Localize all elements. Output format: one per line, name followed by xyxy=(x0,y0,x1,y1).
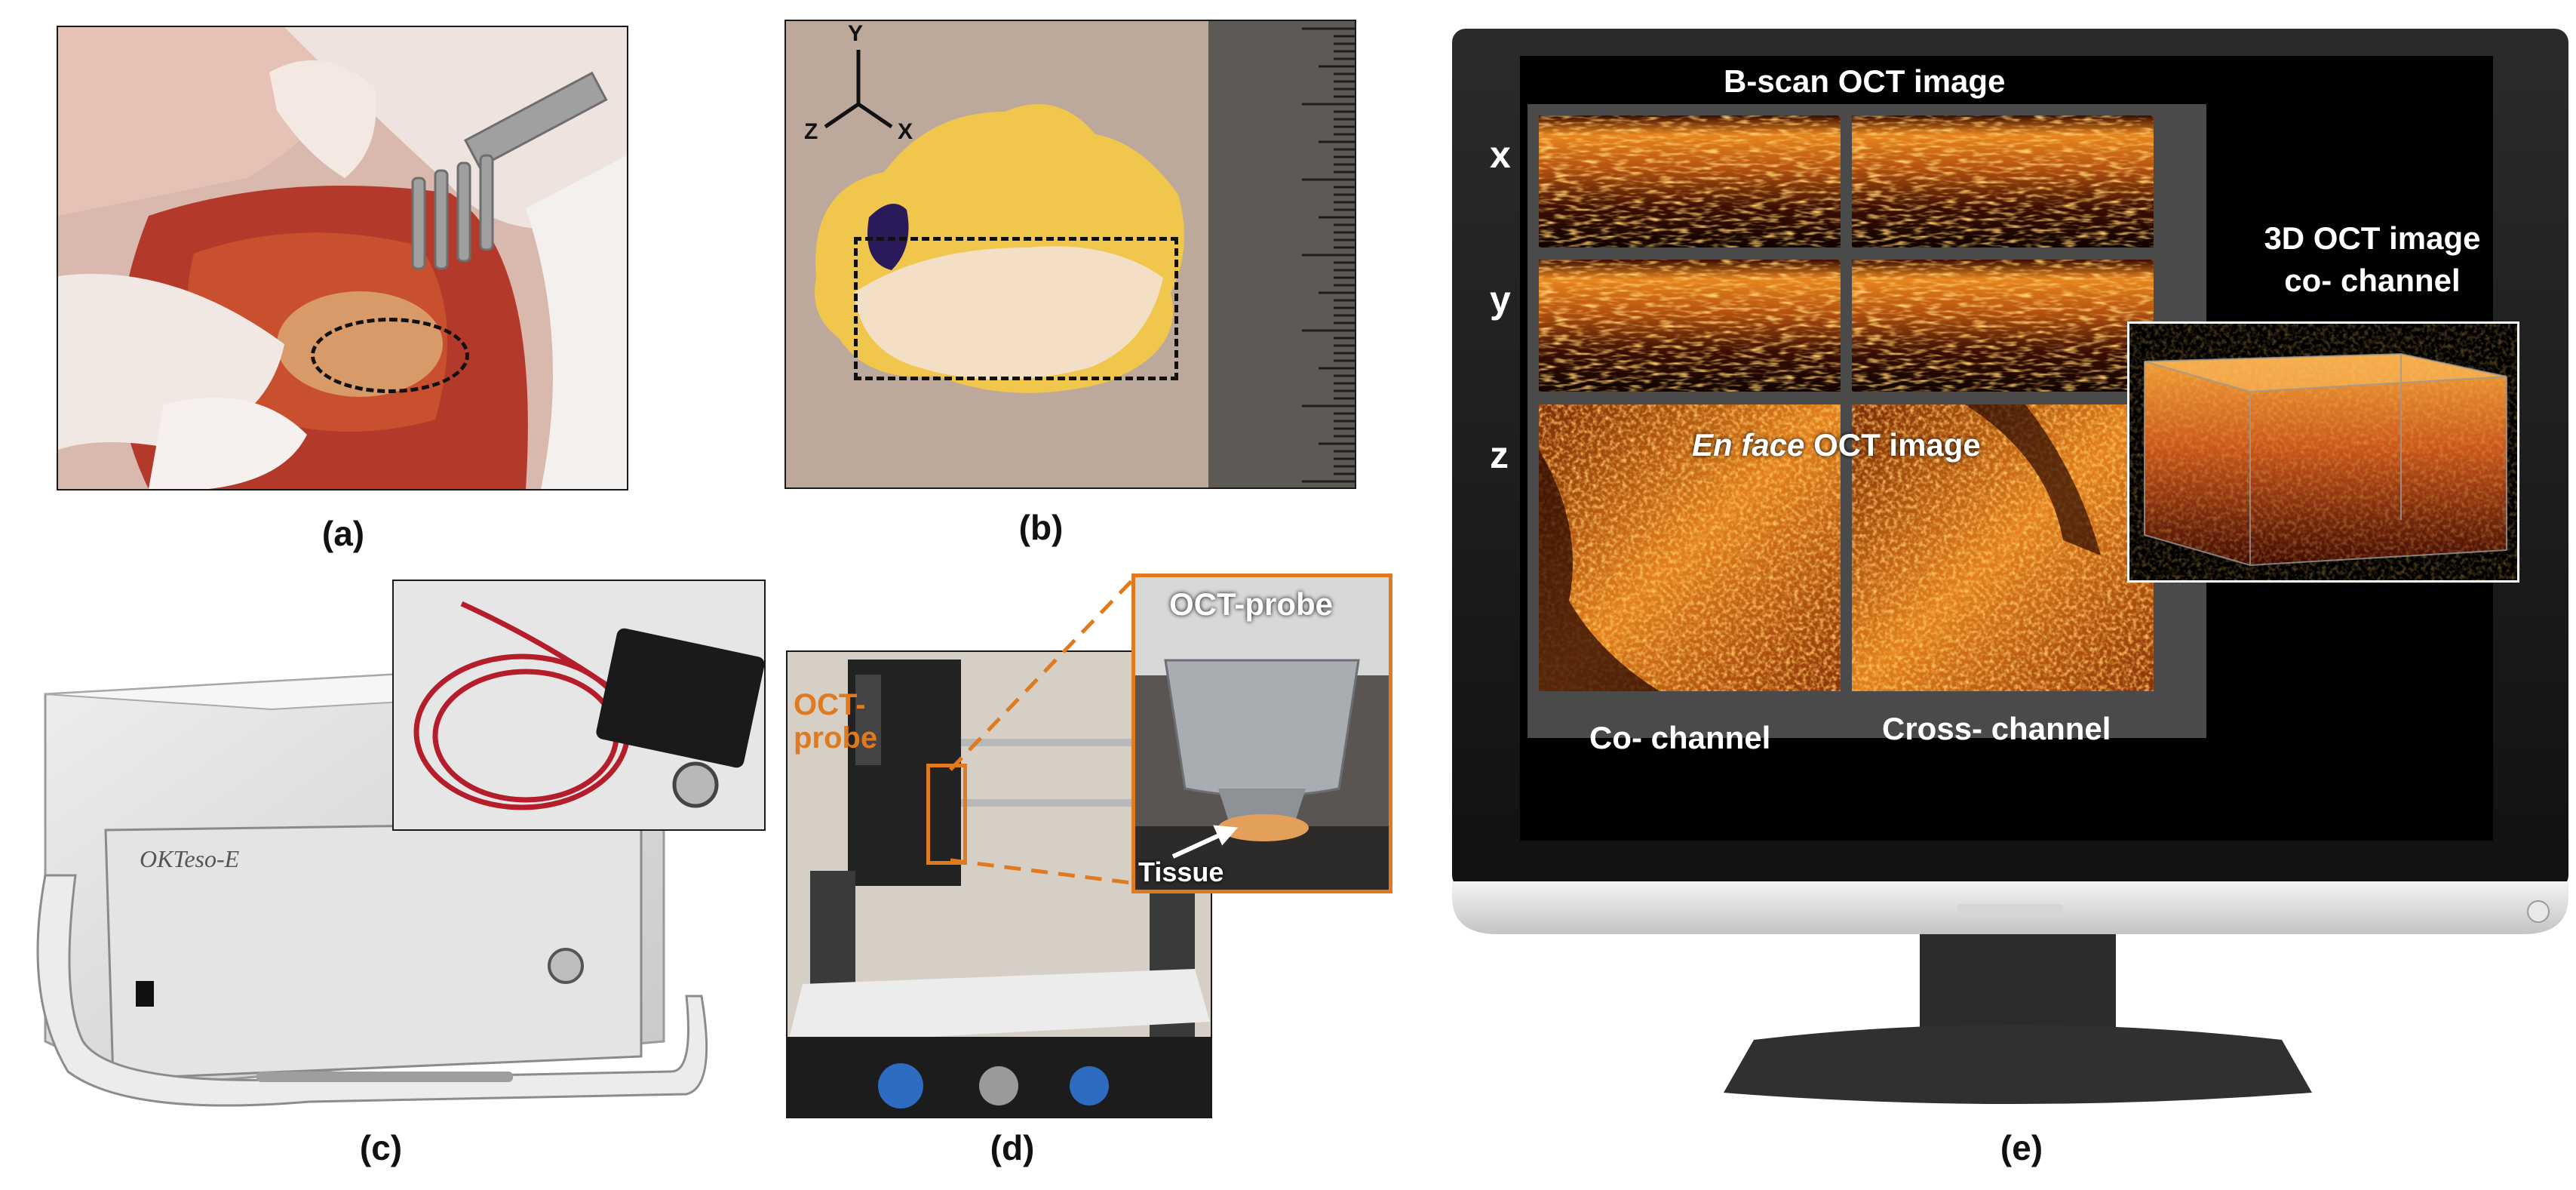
enface-title: En face OCT image xyxy=(1692,427,1981,463)
probe-highlight-box xyxy=(926,764,967,865)
probe-label-line2: probe xyxy=(794,721,878,755)
power-switch xyxy=(136,981,154,1007)
imaging-region-rect xyxy=(854,237,1178,380)
bscan-x-co xyxy=(1539,115,1841,248)
zoom-callout-lines xyxy=(949,580,1133,885)
oct3d-title-line2: co- channel xyxy=(2284,263,2461,298)
enface-cross xyxy=(1852,404,2154,691)
panel-b-tissue-photo: Y X Z xyxy=(784,20,1356,489)
probe-closeup-illustration xyxy=(1135,577,1389,890)
caption-e: (e) xyxy=(2000,1128,2043,1167)
enface-co xyxy=(1539,404,1841,691)
oct3d-cube xyxy=(2129,324,2517,580)
device-brand-label: OKTeso-E xyxy=(140,845,240,872)
row-label-x: x xyxy=(1490,134,1511,176)
tumor-region-ellipse xyxy=(311,318,469,393)
xyz-axes-icon xyxy=(824,50,893,129)
enface-title-italic: En face xyxy=(1692,427,1805,463)
axis-label-z: Z xyxy=(804,119,818,144)
surgery-illustration xyxy=(58,27,627,489)
bscan-x-cross xyxy=(1852,115,2154,248)
caption-c: (c) xyxy=(359,1128,403,1167)
col-label-cross: Cross- channel xyxy=(1882,711,2111,746)
caption-b: (b) xyxy=(1018,508,1064,547)
tissue-illustration xyxy=(786,21,1355,487)
panel-a-surgery-photo xyxy=(57,26,628,490)
inset-tissue-label: Tissue xyxy=(1138,856,1224,887)
oct3d-title: 3D OCT image co- channel xyxy=(2214,217,2531,302)
bscan-y-cross xyxy=(1852,260,2154,392)
axis-label-y: Y xyxy=(848,21,864,46)
panel-e-monitor: B-scan OCT image x y z En face OCT image… xyxy=(1452,29,2568,1115)
col-label-co: Co- channel xyxy=(1589,720,1771,755)
bscan-y-co xyxy=(1539,260,1841,392)
bscan-title: B-scan OCT image xyxy=(1724,63,2006,99)
row-label-y: y xyxy=(1490,278,1511,321)
axis-label-x: X xyxy=(898,119,913,144)
row-label-z: z xyxy=(1490,434,1509,476)
panel-c-probe-inset xyxy=(392,580,766,831)
caption-d: (d) xyxy=(990,1128,1035,1167)
probe-label-line1: OCT- xyxy=(794,688,866,721)
oct3d-inset xyxy=(2127,321,2519,583)
inset-oct-probe-label: OCT-probe xyxy=(1169,586,1333,622)
enface-title-rest: OCT image xyxy=(1804,427,1981,463)
oct3d-title-line1: 3D OCT image xyxy=(2264,220,2481,256)
probe-cable-illustration xyxy=(394,581,764,829)
panel-d-probe-inset: OCT-probe Tissue xyxy=(1131,573,1392,893)
caption-a: (a) xyxy=(321,514,365,553)
